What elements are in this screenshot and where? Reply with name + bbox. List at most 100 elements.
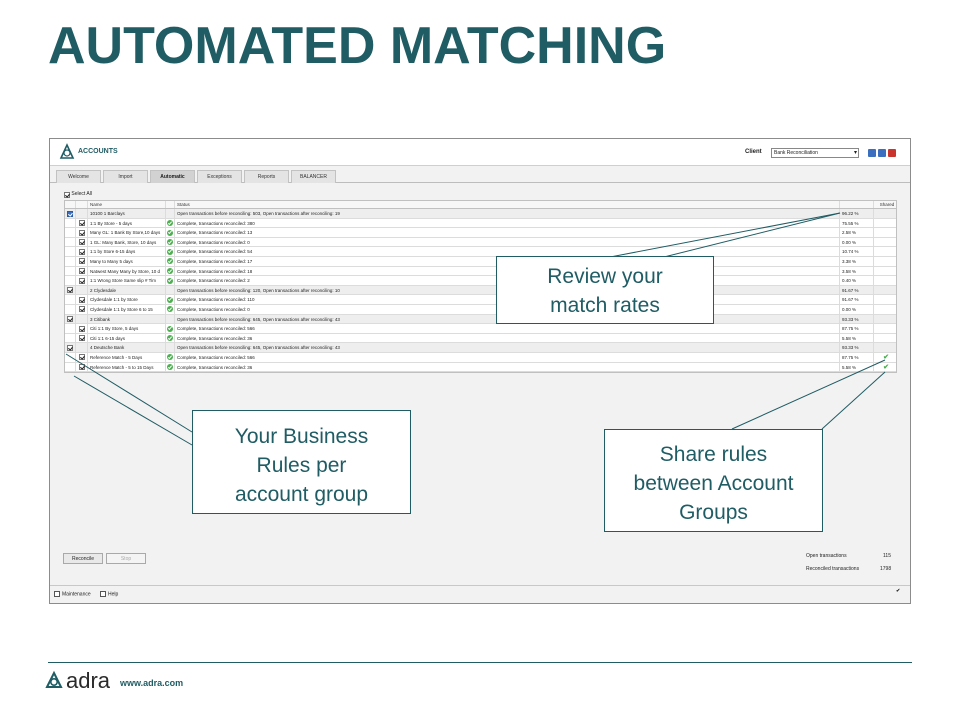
row-shared [874,219,898,228]
column-header-status[interactable]: Status [175,201,840,208]
group-checkbox[interactable] [67,210,73,217]
callout-business-rules: Your Business Rules per account group [192,410,411,514]
tab-balancer[interactable]: BALANCER [291,170,336,183]
row-name: 1:1 Wrong Store Same slip # Tim [88,276,166,285]
status-bar: Maintenance Help ✔ [50,585,910,603]
row-shared [874,238,898,247]
shared-check-icon: ✔ [883,353,889,361]
rule-checkbox[interactable] [78,306,85,313]
column-header-rate[interactable] [840,201,874,208]
callout-share-line: Groups [679,501,748,524]
rule-row[interactable]: 1:1 by Store 6-15 days Complete, transact… [65,247,896,257]
maintenance-link[interactable]: Maintenance [54,591,91,597]
column-header-name[interactable]: Name [88,201,166,208]
close-button[interactable] [888,149,896,157]
rule-checkbox[interactable] [78,248,85,255]
row-name: 1 GL: Many Bank, Store, 10 days [88,237,166,247]
open-transactions-label: Open transactions [806,553,847,559]
row-status: Complete, transactions reconciled: 566 [175,352,840,362]
accounts-logo-icon [59,143,75,159]
row-status: Complete, transactions reconciled: 54 [175,247,840,256]
row-shared [874,295,898,304]
complete-icon [167,296,173,303]
select-all[interactable]: Select All [64,190,92,198]
rule-checkbox[interactable] [78,364,85,370]
rule-checkbox[interactable] [78,268,85,275]
reconcile-button[interactable]: Reconcile [63,553,103,564]
rule-row[interactable]: 1:1 Wrong Store Same slip # Tim Complete,… [65,276,896,286]
row-status: Open transactions before reconciling: 50… [175,209,840,218]
app-name: ACCOUNTS [78,148,118,155]
tab-automatic[interactable]: Automatic [150,170,195,183]
complete-icon [167,325,173,332]
tab-reports[interactable]: Reports [244,170,289,183]
row-shared [874,343,898,352]
row-match-rate: 93.33 % [840,314,874,324]
brand-wordmark: adra [66,668,111,693]
grid-header: Name Status Shared [65,201,896,209]
callout-rates-line: match rates [550,294,660,317]
row-name: 1:1 by Store 6-15 days [88,247,166,256]
tab-import[interactable]: Import [103,170,148,183]
maximize-button[interactable] [878,149,886,157]
group-checkbox[interactable] [67,316,73,323]
rule-checkbox[interactable] [78,354,85,361]
complete-icon [167,277,173,284]
group-checkbox[interactable] [67,344,73,351]
row-shared [874,315,898,324]
rule-checkbox[interactable] [78,296,85,303]
row-status: Complete, transactions reconciled: 36 [175,362,840,372]
row-name: Natwest Many Many by Store, 10 d [88,266,166,276]
select-all-checkbox[interactable] [64,191,70,198]
minimize-button[interactable] [868,149,876,157]
help-link[interactable]: Help [100,591,118,597]
website-link[interactable]: www.adra.com [120,678,184,688]
callout-review-rates: Review your match rates [496,256,714,324]
rule-checkbox[interactable] [78,258,85,265]
tab-exceptions[interactable]: Exceptions [197,170,242,183]
wrench-icon [54,591,60,597]
group-checkbox[interactable] [67,287,73,294]
row-match-rate: 2.58 % [840,228,874,237]
row-shared: ✔ [874,363,898,372]
row-match-rate: 10.74 % [840,247,874,256]
row-name: 2 Clydesdale [88,285,166,295]
stop-button[interactable]: Stop [106,553,146,564]
row-status: Complete, transactions reconciled: 566 [175,324,840,333]
rule-checkbox[interactable] [78,277,85,284]
rule-checkbox[interactable] [78,229,85,236]
client-select[interactable]: Bank Reconciliation ▾ [771,148,859,158]
row-status: Complete, transactions reconciled: 2 [175,276,840,285]
row-match-rate: 3.38 % [840,256,874,266]
column-header-shared[interactable]: Shared [879,202,895,207]
row-name: Clydesdale 1:1 by Store 6 to 15 [88,304,166,314]
rule-checkbox[interactable] [78,325,85,332]
row-name: Many to Many 5 days [88,256,166,266]
row-shared [874,276,898,285]
client-label: Client [745,149,762,155]
row-match-rate: 0.00 % [840,304,874,314]
row-name: 4 Deutsche Bank [88,343,166,352]
tab-welcome[interactable]: Welcome [56,170,101,183]
complete-icon [167,364,173,370]
complete-icon [167,248,173,255]
rule-checkbox[interactable] [78,335,85,342]
rule-checkbox[interactable] [78,220,85,227]
rule-checkbox[interactable] [78,239,85,246]
